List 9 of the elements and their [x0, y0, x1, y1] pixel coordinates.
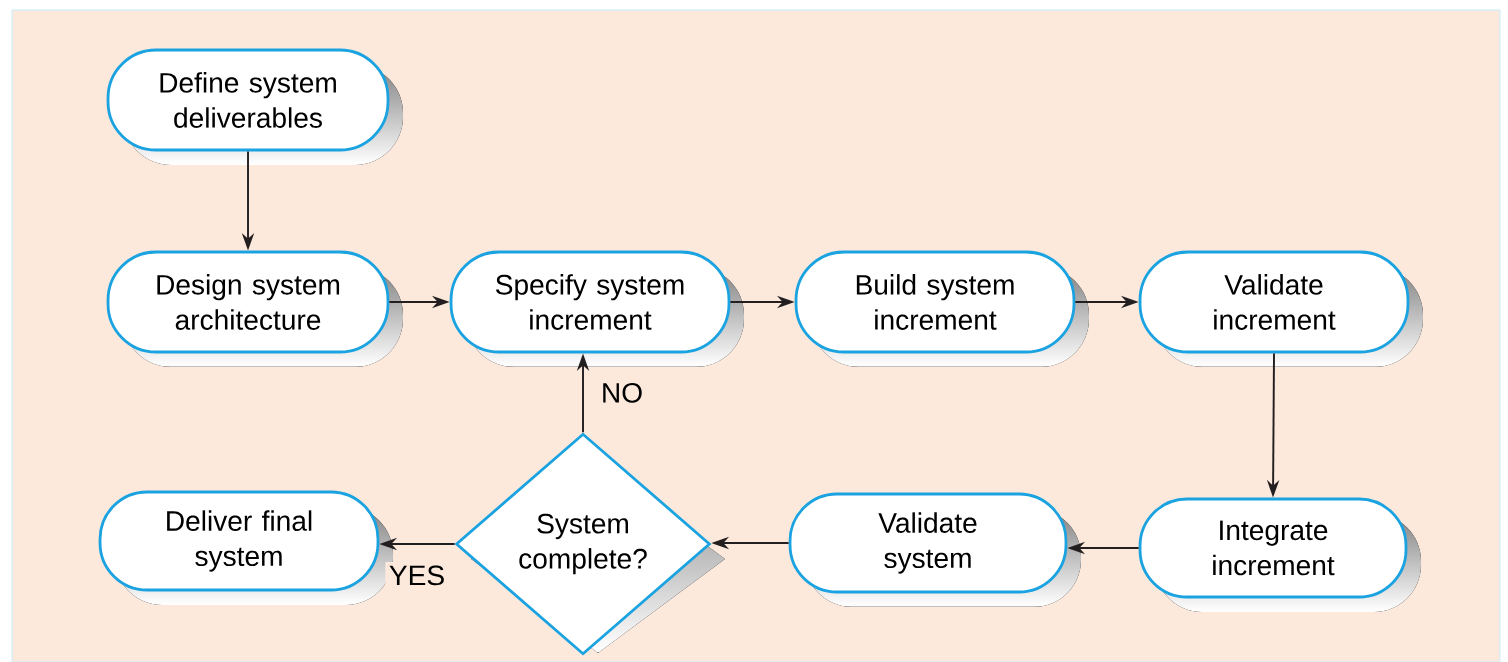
process-box: Build system increment	[794, 250, 1089, 367]
process-box: Integrate increment	[1138, 497, 1421, 612]
process-box: Validate increment	[1138, 250, 1423, 367]
edge-label: NO	[597, 379, 647, 407]
process-box: Specify system increment	[449, 250, 744, 367]
process-box: Design system architecture	[106, 250, 403, 367]
edge-label: YES	[385, 561, 449, 589]
process-box: Define system deliverables	[106, 48, 403, 165]
process-box: Validate system	[788, 492, 1081, 607]
